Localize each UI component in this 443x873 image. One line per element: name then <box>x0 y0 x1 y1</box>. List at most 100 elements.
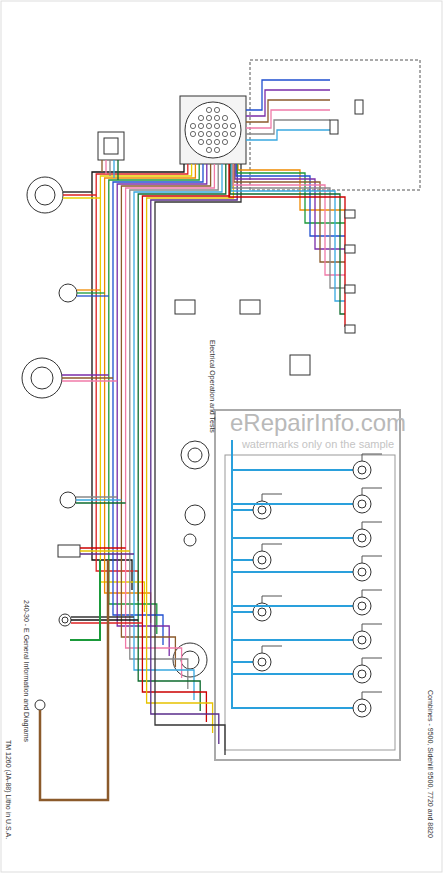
gauge-wire <box>362 590 382 597</box>
text-label: 240-30 - E General Information and Diagr… <box>22 600 30 742</box>
gauge-wire <box>232 446 253 662</box>
wire <box>246 110 330 128</box>
connector-pin <box>222 131 227 136</box>
connector-pin <box>198 123 203 128</box>
wire <box>126 164 215 678</box>
gauge-symbol <box>353 699 371 717</box>
wire <box>121 164 210 667</box>
gauge-symbol <box>258 506 266 514</box>
gauge-wire <box>362 454 382 461</box>
wire <box>155 164 241 755</box>
connector-pin <box>214 123 219 128</box>
wire <box>246 90 330 116</box>
gauge-symbol <box>358 568 366 576</box>
gauge-wire <box>362 624 382 631</box>
connector-pin <box>214 139 219 144</box>
gauge-symbol <box>358 534 366 542</box>
wire <box>109 164 199 634</box>
watermark: watermarks only on the sample <box>242 438 394 450</box>
small-connector <box>98 132 124 160</box>
text-label: Combines - 9500, Sidehill 9500, 7720 and… <box>426 690 434 838</box>
wire <box>117 164 207 656</box>
main-connector <box>180 96 246 164</box>
gauge-symbol <box>353 461 371 479</box>
wire <box>63 194 96 195</box>
gauge-wire <box>232 440 253 510</box>
wire <box>151 164 237 744</box>
gauge-symbol <box>253 551 271 569</box>
wire <box>80 547 126 548</box>
gauge-symbol <box>353 529 371 547</box>
connector-pin <box>198 131 203 136</box>
wire <box>238 164 345 210</box>
wire <box>236 164 345 236</box>
wire <box>77 289 100 290</box>
gauge-symbol <box>258 556 266 564</box>
connector-pin <box>206 139 211 144</box>
gauge-symbol <box>258 658 266 666</box>
connector-pin <box>198 115 203 120</box>
wire <box>246 130 330 140</box>
wire <box>62 374 109 375</box>
gauge-symbol <box>358 670 366 678</box>
connector-pin <box>214 115 219 120</box>
wire <box>71 616 134 617</box>
connector-pin <box>230 123 235 128</box>
gauge-symbol <box>358 466 366 474</box>
wire <box>130 164 218 689</box>
wire <box>40 560 108 800</box>
connector-pin <box>222 139 227 144</box>
wire <box>231 164 345 301</box>
connector-pin <box>198 139 203 144</box>
gauge-wire <box>362 556 382 563</box>
wire <box>233 164 345 275</box>
wire <box>76 496 117 497</box>
wire <box>246 100 330 122</box>
wire <box>246 120 330 134</box>
connector-pin <box>206 123 211 128</box>
gauge-wire <box>232 454 353 572</box>
gauge-symbol <box>353 597 371 615</box>
gauge-symbol <box>358 636 366 644</box>
wire <box>80 553 134 554</box>
connector-pin <box>190 131 195 136</box>
wire <box>76 499 121 500</box>
gauge-symbol <box>253 653 271 671</box>
gauge-symbol <box>353 495 371 513</box>
wire <box>71 619 138 620</box>
gauge-wire <box>262 646 282 653</box>
gauge-symbol <box>358 602 366 610</box>
wire <box>147 164 234 733</box>
terminals <box>175 100 363 375</box>
wire <box>76 502 126 503</box>
gauge-panel <box>215 410 400 760</box>
wire <box>77 292 105 293</box>
gauge-wire <box>362 692 382 699</box>
gauge-wire <box>362 658 382 665</box>
wire <box>62 377 113 378</box>
connector-pin <box>222 123 227 128</box>
wire <box>246 80 330 110</box>
connector-pin <box>214 147 219 152</box>
gauge-wire <box>232 462 353 708</box>
wire <box>234 164 345 262</box>
connector-pin <box>206 107 211 112</box>
text-label: TM 1260 (JA-88) Litho in U.S.A. <box>4 740 12 839</box>
wire <box>105 160 106 174</box>
gauge-wire <box>362 488 382 495</box>
main-connector-face <box>185 102 241 158</box>
wire <box>80 550 130 551</box>
wire <box>113 160 114 178</box>
wire <box>229 164 345 327</box>
connector-pin <box>222 115 227 120</box>
gauge-symbol <box>353 631 371 649</box>
gauge-wire <box>232 442 253 560</box>
gauge-wire <box>232 456 353 606</box>
connector-pin <box>214 107 219 112</box>
gauge-wire <box>232 450 353 504</box>
gauge-panel-inner <box>225 455 395 750</box>
wire <box>71 622 142 623</box>
gauge-symbol <box>258 608 266 616</box>
